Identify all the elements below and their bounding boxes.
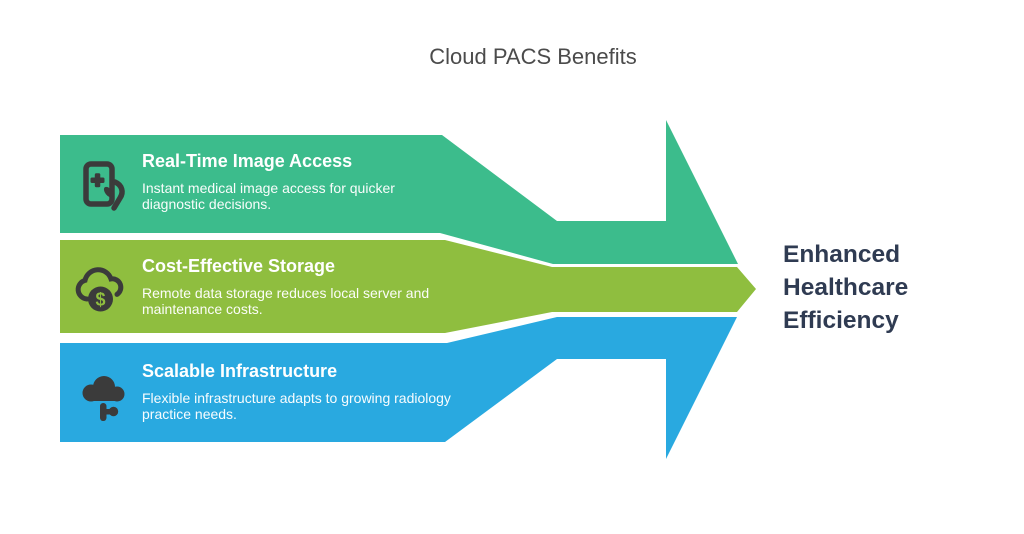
band-title: Scalable Infrastructure [142,361,338,381]
tablet-medical-touch-icon [83,161,125,211]
band-description: Remote data storage reduces local server… [142,285,430,317]
band-cost-effective-storage: Cost-Effective Storage Remote data stora… [142,255,462,317]
band-scalable-infrastructure: Scalable Infrastructure Flexible infrast… [142,360,462,422]
cloud-dollar-icon: $ [75,267,124,312]
result-label: Enhanced Healthcare Efficiency [783,241,909,334]
cloud-network-icon [82,376,125,421]
dollar-glyph: $ [95,290,105,310]
band-description: Flexible infrastructure adapts to growin… [142,390,451,422]
band-title: Cost-Effective Storage [142,256,336,276]
arrow-band-top [60,120,738,264]
band-title: Real-Time Image Access [142,151,353,171]
diagram-title: Cloud PACS Benefits [429,44,637,69]
arrow-band-bottom [60,317,737,459]
arrow-band-middle [60,240,756,333]
band-description: Instant medical image access for quicker… [142,180,395,212]
band-real-time-image-access: Real-Time Image Access Instant medical i… [142,150,462,212]
